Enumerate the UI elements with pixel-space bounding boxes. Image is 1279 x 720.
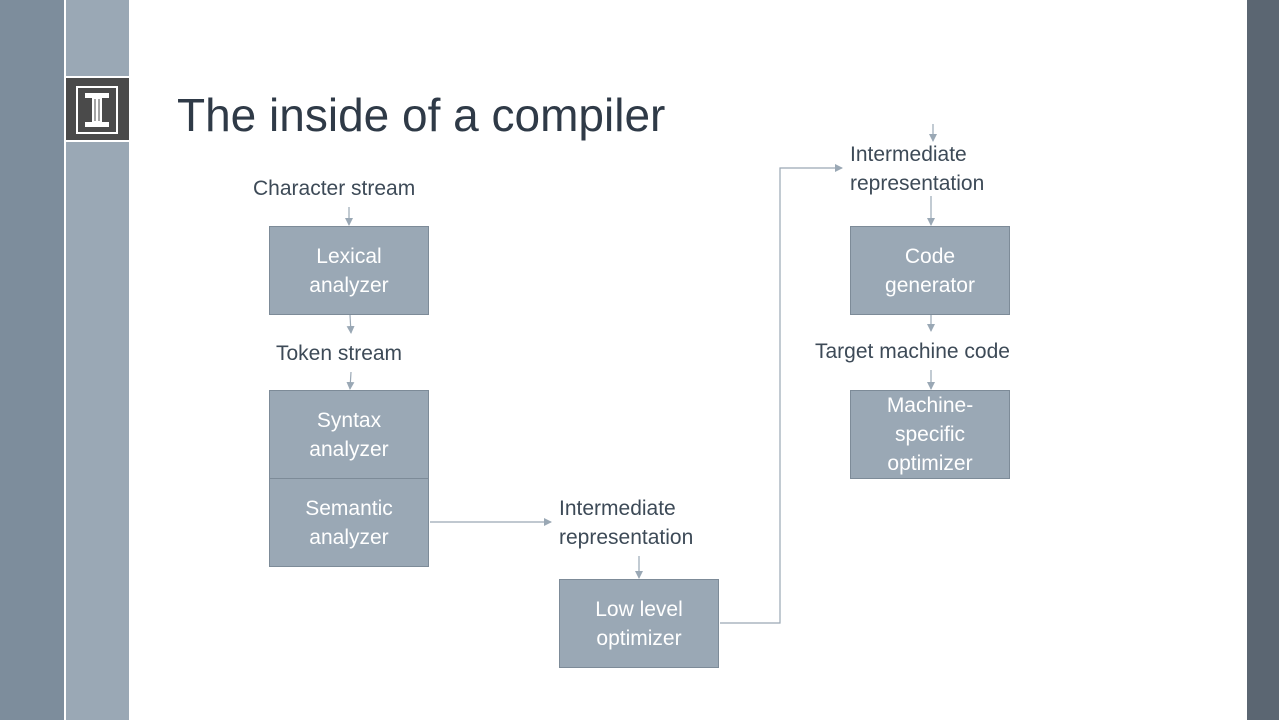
arrow-token-to-syntax [346, 371, 355, 390]
box-semantic-analyzer: Semantic analyzer [269, 478, 429, 567]
box-low-level-optimizer: Low level optimizer [559, 579, 719, 668]
arrow-lowlevel-to-ir2 [720, 164, 843, 624]
box-lexical-analyzer: Lexical analyzer [269, 226, 429, 315]
box-syntax-analyzer-text: Syntax analyzer [309, 408, 389, 461]
box-code-generator: Code generator [850, 226, 1010, 315]
label-character-stream: Character stream [253, 177, 416, 200]
box-semantic-analyzer-text: Semantic analyzer [305, 496, 393, 549]
box-code-generator-text: Code generator [885, 244, 975, 297]
label-intermediate-representation-2: Intermediate representation [850, 143, 985, 195]
left-band [0, 0, 64, 720]
label-intermediate-representation-1: Intermediate representation [559, 497, 694, 549]
box-lexical-analyzer-text: Lexical analyzer [309, 244, 389, 297]
right-band [1247, 0, 1279, 720]
left-band-divider [64, 0, 66, 720]
box-machine-specific-optimizer: Machine- specific optimizer [850, 390, 1010, 479]
slide-title: The inside of a compiler [177, 89, 666, 141]
box-machine-specific-optimizer-text: Machine- specific optimizer [886, 394, 974, 475]
arrow-lexical-to-token [346, 314, 355, 334]
box-low-level-optimizer-text: Low level optimizer [595, 597, 683, 650]
box-syntax-analyzer: Syntax analyzer [269, 390, 429, 479]
column-i-icon [75, 85, 119, 135]
label-target-machine-code: Target machine code [815, 340, 1010, 363]
university-logo [66, 76, 129, 142]
label-token-stream: Token stream [276, 342, 403, 365]
